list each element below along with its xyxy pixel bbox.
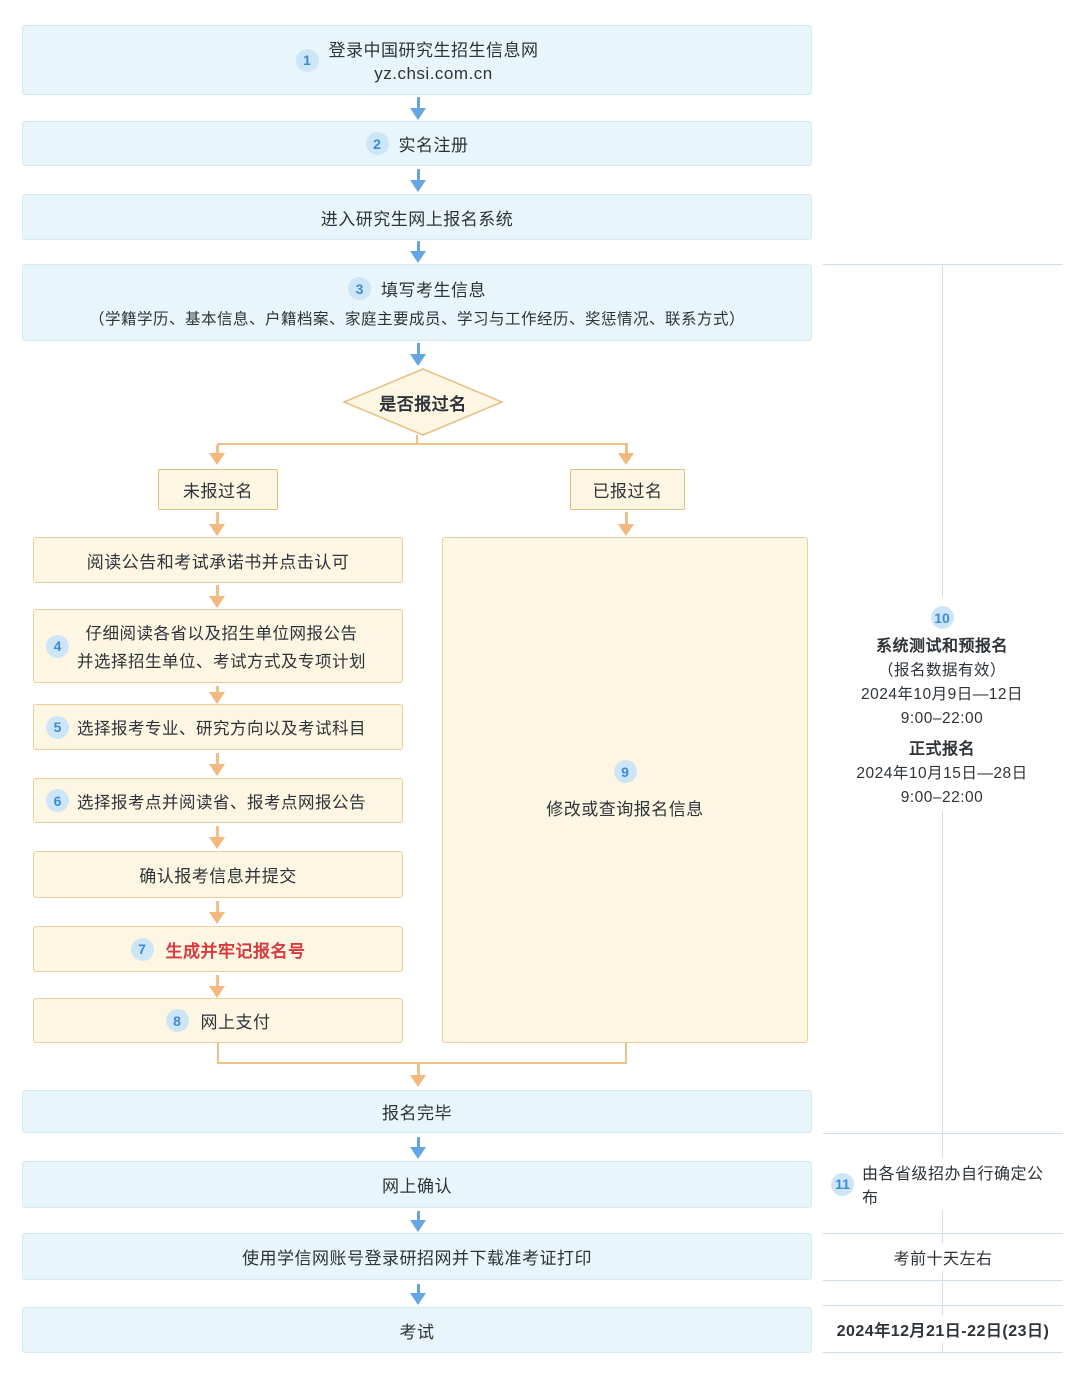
flow-step-enter-system: 进入研究生网上报名系统	[22, 194, 812, 240]
step-modify-query: 9 修改或查询报名信息	[442, 537, 808, 1043]
step-number-badge: 11	[831, 1172, 854, 1196]
down-arrow-icon	[408, 241, 428, 263]
sidebar-note-label: 2024年12月21日-22日(23日)	[836, 1322, 1050, 1340]
flow-step-exam: 考试	[22, 1307, 812, 1353]
step-number-badge: 4	[46, 634, 69, 658]
flow-step-register-label: 实名注册	[398, 136, 469, 155]
down-arrow-icon	[616, 512, 636, 536]
schedule-pre-date: 2024年10月9日—12日	[860, 686, 1024, 703]
flow-step-fill-info-label: 填写考生信息	[380, 281, 486, 300]
down-arrow-icon	[408, 1137, 428, 1159]
step-label: 修改或查询报名信息	[546, 800, 704, 819]
step-number-badge: 1	[295, 48, 319, 72]
sidebar-note-label: 由各省级招办自行确定公布	[862, 1166, 1044, 1207]
decision-diamond: 是否报过名	[342, 368, 504, 436]
flow-step-login-url: yz.chsi.com.cn	[374, 64, 493, 83]
sidebar-divider	[823, 264, 1063, 265]
flow-step-online-confirm: 网上确认	[22, 1161, 812, 1208]
down-arrow-icon	[408, 1211, 428, 1232]
connector-line	[217, 1043, 219, 1064]
step-label: 网上支付	[200, 1013, 271, 1032]
step-label: 选择报考专业、研究方向以及考试科目	[77, 720, 366, 738]
step-number-badge: 3	[347, 277, 371, 300]
decision-label: 是否报过名	[379, 394, 467, 414]
step-number-badge: 10	[930, 606, 954, 629]
branch-label-text: 未报过名	[183, 482, 253, 501]
branch-label-text: 已报过名	[592, 482, 663, 501]
flow-step-label: 报名完毕	[382, 1104, 452, 1123]
down-arrow-icon	[207, 753, 227, 776]
flow-step-label: 考试	[399, 1322, 435, 1342]
step-remember-number: 7 生成并牢记报名号	[33, 926, 403, 972]
step-number-badge: 6	[46, 789, 69, 812]
flow-step-login: 1 登录中国研究生招生信息网 yz.chsi.com.cn	[22, 25, 812, 95]
flow-step-label: 网上确认	[382, 1177, 452, 1196]
sidebar-block-schedule: 10 系统测试和预报名 （报名数据有效） 2024年10月9日—12日 9:00…	[827, 606, 1057, 810]
step-label-line1: 仔细阅读各省以及招生单位网报公告	[85, 625, 358, 643]
sidebar-timeline-line	[942, 264, 943, 597]
schedule-title: 系统测试和预报名	[875, 638, 1008, 655]
branch-label-not-registered: 未报过名	[158, 469, 278, 510]
down-arrow-icon	[207, 585, 227, 608]
step-choose-major: 5 选择报考专业、研究方向以及考试科目	[33, 704, 403, 750]
connector-line	[217, 1062, 627, 1064]
down-arrow-icon	[408, 169, 428, 192]
flow-step-label: 使用学信网账号登录研招网并下载准考证打印	[242, 1249, 592, 1268]
sidebar-divider	[823, 1305, 1063, 1306]
down-arrow-icon	[207, 901, 227, 924]
step-number-badge: 5	[46, 715, 69, 739]
schedule-formal-date: 2024年10月15日—28日	[856, 765, 1028, 782]
down-arrow-icon	[207, 826, 227, 849]
down-arrow-icon	[408, 1064, 428, 1087]
sidebar-divider	[823, 1133, 1063, 1134]
schedule-formal-title: 正式报名	[908, 741, 975, 758]
flow-step-print-ticket: 使用学信网账号登录研招网并下载准考证打印	[22, 1233, 812, 1280]
connector-line	[625, 1043, 627, 1064]
down-arrow-icon	[616, 445, 636, 465]
step-read-notice: 阅读公告和考试承诺书并点击认可	[33, 537, 403, 583]
sidebar-divider	[823, 1352, 1063, 1353]
down-arrow-icon	[207, 686, 227, 704]
connector-line	[217, 443, 628, 445]
step-choose-site: 6 选择报考点并阅读省、报考点网报公告	[33, 778, 403, 823]
step-number-badge: 8	[165, 1009, 189, 1032]
step-label: 确认报考信息并提交	[139, 867, 297, 886]
branch-label-registered: 已报过名	[570, 469, 685, 510]
flow-step-fill-info: 3 填写考生信息 （学籍学历、基本信息、户籍档案、家庭主要成员、学习与工作经历、…	[22, 264, 812, 341]
step-label-line2: 并选择招生单位、考试方式及专项计划	[77, 653, 366, 671]
step-online-payment: 8 网上支付	[33, 998, 403, 1043]
down-arrow-icon	[207, 512, 227, 536]
schedule-formal-time: 9:00–22:00	[900, 789, 984, 806]
step-number-badge: 9	[613, 760, 637, 783]
flow-step-login-label: 登录中国研究生招生信息网	[328, 41, 539, 60]
flow-step-enter-system-label: 进入研究生网上报名系统	[320, 209, 514, 229]
step-confirm-submit: 确认报考信息并提交	[33, 851, 403, 898]
down-arrow-icon	[408, 97, 428, 120]
step-label: 选择报考点并阅读省、报考点网报公告	[77, 793, 366, 812]
connector-line	[416, 435, 418, 444]
flow-step-registration-done: 报名完毕	[22, 1090, 812, 1133]
schedule-note: （报名数据有效）	[877, 662, 1006, 679]
flow-step-register: 2 实名注册	[22, 121, 812, 166]
step-number-badge: 7	[130, 937, 154, 961]
sidebar-note-confirm-time: 11 由各省级招办自行确定公布	[823, 1158, 1063, 1210]
sidebar-note-ticket-time: 考前十天左右	[823, 1233, 1063, 1280]
step-label: 阅读公告和考试承诺书并点击认可	[86, 552, 350, 572]
down-arrow-icon	[408, 343, 428, 366]
schedule-pre-time: 9:00–22:00	[900, 710, 984, 727]
down-arrow-icon	[207, 445, 227, 465]
step-choose-unit: 4 仔细阅读各省以及招生单位网报公告 并选择招生单位、考试方式及专项计划	[33, 609, 403, 683]
sidebar-timeline-line	[942, 812, 943, 1353]
flow-step-fill-info-detail: （学籍学历、基本信息、户籍档案、家庭主要成员、学习与工作经历、奖惩情况、联系方式…	[88, 311, 745, 328]
decision-diamond-shape	[342, 368, 504, 436]
down-arrow-icon	[207, 975, 227, 998]
sidebar-divider	[823, 1280, 1063, 1281]
down-arrow-icon	[408, 1284, 428, 1305]
sidebar-note-label: 考前十天左右	[893, 1250, 993, 1268]
sidebar-note-exam-date: 2024年12月21日-22日(23日)	[823, 1305, 1063, 1352]
step-label-highlight: 生成并牢记报名号	[165, 941, 306, 961]
step-number-badge: 2	[365, 132, 389, 155]
sidebar-divider	[823, 1233, 1063, 1234]
